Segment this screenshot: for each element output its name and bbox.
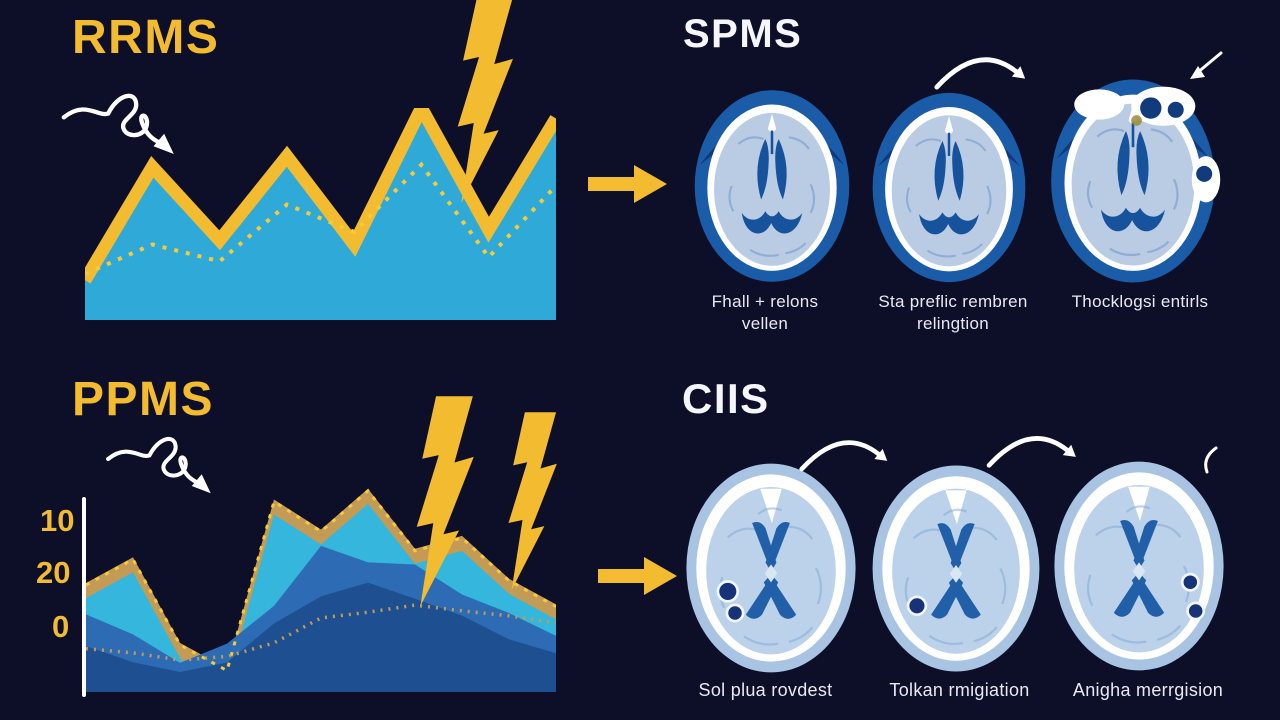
chart-area-fill — [85, 108, 556, 320]
scan-caption-1: Fhall + relons vellen — [670, 291, 860, 335]
scan-caption-4: Sol plua rovdest — [668, 679, 863, 702]
caption-line: Fhall + relons — [711, 292, 819, 311]
scan-caption-3: Thocklogsi entirls — [1030, 291, 1250, 313]
curved-arrow-icon — [933, 48, 1028, 93]
lesion-overlay — [1074, 86, 1221, 203]
caption-line: Thocklogsi entirls — [1071, 292, 1209, 311]
chart-dotted-line — [86, 603, 556, 662]
ppms-progression-chart — [86, 488, 556, 692]
cis-title: CIIS — [682, 375, 770, 422]
caption-line: vellen — [741, 314, 789, 334]
scan-caption-5: Tolkan rmigiation — [862, 679, 1057, 702]
chart-top-edge — [85, 108, 556, 284]
scan-caption-6: Anigha merrgision — [1048, 679, 1248, 702]
lightning-icon — [416, 396, 474, 606]
ppms-title: PPMS — [72, 373, 215, 426]
caption-line: Sol plua rovdest — [698, 680, 833, 700]
lightning-icon — [457, 0, 513, 204]
small-arrow-icon — [1190, 51, 1223, 79]
chart-band-deep-blue — [86, 582, 556, 692]
lesion-overlay — [716, 580, 745, 623]
caption-line: Tolkan rmigiation — [889, 680, 1030, 700]
small-arc-mark — [1204, 446, 1218, 474]
y-axis-line — [82, 497, 86, 697]
brain-scan-3-lesioned — [1051, 79, 1221, 283]
curved-arrow-icon — [798, 432, 890, 474]
spms-title: SPMS — [683, 12, 803, 56]
brain-scan-6-lesioned — [1054, 461, 1224, 671]
right-arrow-icon — [598, 557, 677, 595]
brain-scan-5-lesioned — [872, 465, 1040, 672]
right-arrow-icon — [588, 165, 667, 203]
rrms-relapse-chart — [85, 108, 556, 320]
y-axis-tick-0: 0 — [52, 609, 70, 644]
rrms-title: RRMS — [72, 11, 220, 64]
brain-scan-2 — [872, 92, 1026, 283]
caption-line: Anigha merrgision — [1072, 680, 1224, 700]
lesion-overlay — [1180, 572, 1206, 621]
y-axis-tick-10: 10 — [40, 503, 75, 538]
scan-caption-2: Sta preflic rembren relingtion — [853, 291, 1053, 335]
curved-arrow-icon — [983, 428, 1081, 470]
chart-dashed-line — [85, 161, 556, 276]
caption-line: Sta preflic rembren — [878, 292, 1028, 311]
y-axis-tick-20: 20 — [36, 555, 71, 590]
lesion-overlay — [906, 595, 928, 616]
brain-scan-4-lesioned — [686, 463, 856, 673]
brain-scan-1 — [694, 90, 850, 282]
lightning-icon — [508, 412, 557, 591]
caption-line: relingtion — [917, 314, 989, 334]
